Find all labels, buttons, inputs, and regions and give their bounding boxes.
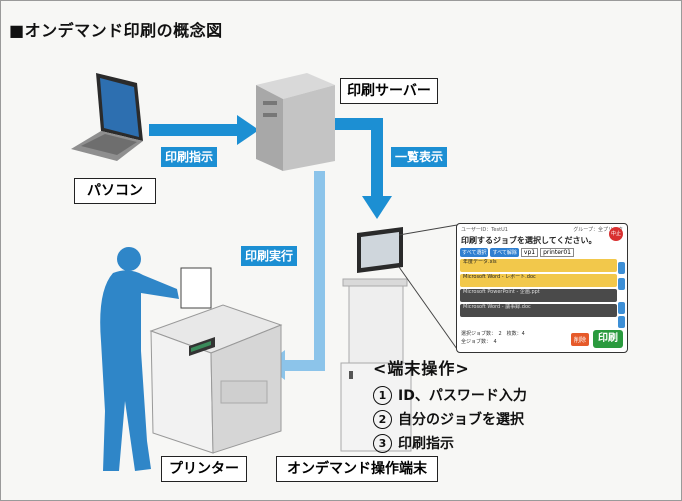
scroll-bottom-button[interactable] bbox=[618, 302, 625, 314]
job-row-label: Microsoft Word - 議事録.doc bbox=[463, 304, 531, 310]
print-execute-tag: 印刷実行 bbox=[241, 246, 298, 266]
screen-group: グループ：全プリンタ bbox=[573, 227, 623, 233]
step-number: 2 bbox=[373, 409, 392, 429]
step-text: ID、パスワード入力 bbox=[398, 388, 527, 404]
step-number: 1 bbox=[373, 385, 392, 405]
delete-button[interactable]: 削除 bbox=[570, 333, 589, 346]
terminal-label: オンデマンド操作端末 bbox=[276, 456, 438, 482]
printer-icon bbox=[149, 304, 283, 454]
terminal-operations: <端末操作> 1 ID、パスワード入力 2 自分のジョブを選択 3 印刷指示 bbox=[373, 355, 527, 457]
screen-heading: 印刷するジョブを選択してください。 bbox=[461, 236, 597, 245]
terminal-screen: ユーザーID：TestU1 グループ：全プリンタ 印刷するジョブを選択してくださ… bbox=[456, 223, 628, 353]
operation-step: 1 ID、パスワード入力 bbox=[373, 385, 527, 405]
callout-line-bottom bbox=[398, 266, 458, 350]
operation-step: 2 自分のジョブを選択 bbox=[373, 409, 527, 429]
diagram-title: ■オンデマンド印刷の概念図 bbox=[9, 21, 223, 40]
screen-footer: 選択ジョブ数： 2 枚数：4 全ジョブ数： 4 bbox=[461, 330, 525, 346]
screen-toolbar: すべて選択 すべて解除 vp1 printer01 bbox=[457, 248, 627, 257]
select-all-button[interactable]: すべて選択 bbox=[460, 248, 489, 257]
pc-label: パソコン bbox=[74, 178, 156, 204]
print-instruction-tag: 印刷指示 bbox=[161, 147, 218, 167]
screen-user: ユーザーID：TestU1 bbox=[461, 227, 508, 233]
paper-sheet bbox=[180, 267, 212, 309]
job-row[interactable]: 年度データ.xls bbox=[460, 259, 617, 272]
job-row[interactable]: Microsoft PowerPoint - 企画.ppt bbox=[460, 289, 617, 302]
step-text: 印刷指示 bbox=[398, 436, 454, 452]
scroll-up-button[interactable] bbox=[618, 262, 625, 274]
step-number: 3 bbox=[373, 433, 392, 453]
vp-dropdown[interactable]: vp1 bbox=[520, 248, 539, 257]
person-silhouette bbox=[100, 247, 179, 471]
callout-line-top bbox=[398, 224, 458, 236]
job-row-label: Microsoft Word - レポート.doc bbox=[463, 274, 536, 280]
scroll-top-button[interactable] bbox=[618, 278, 625, 290]
job-row-label: Microsoft PowerPoint - 企画.ppt bbox=[463, 289, 540, 295]
job-row-label: 年度データ.xls bbox=[463, 259, 497, 265]
arrow-pc-to-server bbox=[149, 115, 259, 145]
screen-stop-button[interactable]: 中止 bbox=[609, 227, 623, 241]
operations-header: <端末操作> bbox=[373, 359, 470, 378]
screen-topbar: ユーザーID：TestU1 グループ：全プリンタ bbox=[457, 224, 627, 233]
job-row[interactable]: Microsoft Word - レポート.doc bbox=[460, 274, 617, 287]
operation-step: 3 印刷指示 bbox=[373, 433, 527, 453]
list-display-tag: 一覧表示 bbox=[391, 147, 448, 167]
job-row[interactable]: Microsoft Word - 議事録.doc bbox=[460, 304, 617, 317]
deselect-all-button[interactable]: すべて解除 bbox=[490, 248, 519, 257]
printer-label: プリンター bbox=[161, 456, 247, 482]
scroll-down-button[interactable] bbox=[618, 316, 625, 328]
server-label: 印刷サーバー bbox=[340, 78, 438, 104]
print-button[interactable]: 印刷 bbox=[593, 330, 623, 348]
total-count: 全ジョブ数： 4 bbox=[461, 339, 497, 345]
selected-count: 選択ジョブ数： 2 枚数：4 bbox=[461, 331, 525, 337]
server-icon bbox=[256, 73, 335, 171]
step-text: 自分のジョブを選択 bbox=[398, 412, 524, 428]
printer-dropdown[interactable]: printer01 bbox=[540, 248, 574, 257]
laptop-icon bbox=[71, 73, 143, 161]
